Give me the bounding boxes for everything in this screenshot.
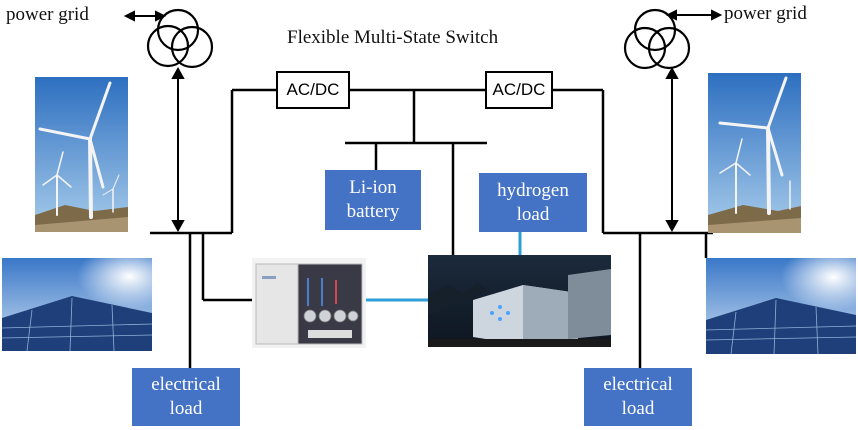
wind-turbine-photo-left [35,77,128,232]
li-ion-battery-box: Li-ion battery [325,170,421,230]
bus-wiring [150,88,713,370]
vertical-arrow-right [665,66,679,233]
grid-label-right: power grid [724,3,807,24]
diagram-title: Flexible Multi-State Switch [287,27,499,48]
vertical-arrow-left [171,66,185,233]
battery-line2: battery [346,201,400,222]
wind-turbine-photo-right [708,73,801,233]
grid-arrow-left [123,10,167,22]
hydrogen-load-line2: load [516,203,550,225]
hydrogen-load-line1: hydrogen [497,179,569,201]
battery-line1: Li-ion [349,177,397,198]
electrical-load-box-right: electrical load [584,368,692,426]
transformer-icon-right [623,8,691,70]
load-right-line1: electrical [603,374,673,395]
grid-label-left: power grid [6,4,89,25]
hydrogen-container-photo [428,255,611,347]
solar-panel-photo-left [2,258,152,351]
grid-arrow-right [665,9,723,21]
ac-dc-converter-right: AC/DC [485,71,553,109]
transformer-icon-left [146,8,214,69]
solar-panel-photo-right [706,258,856,354]
electrical-load-box-left: electrical load [132,368,240,426]
hydrogen-load-box: hydrogen load [479,173,587,232]
electrolyzer-photo [252,258,366,348]
ac-dc-converter-left: AC/DC [276,71,350,109]
load-left-line2: load [169,398,203,419]
load-right-line2: load [621,398,655,419]
load-left-line1: electrical [151,374,221,395]
hydrogen-lines [366,232,522,302]
